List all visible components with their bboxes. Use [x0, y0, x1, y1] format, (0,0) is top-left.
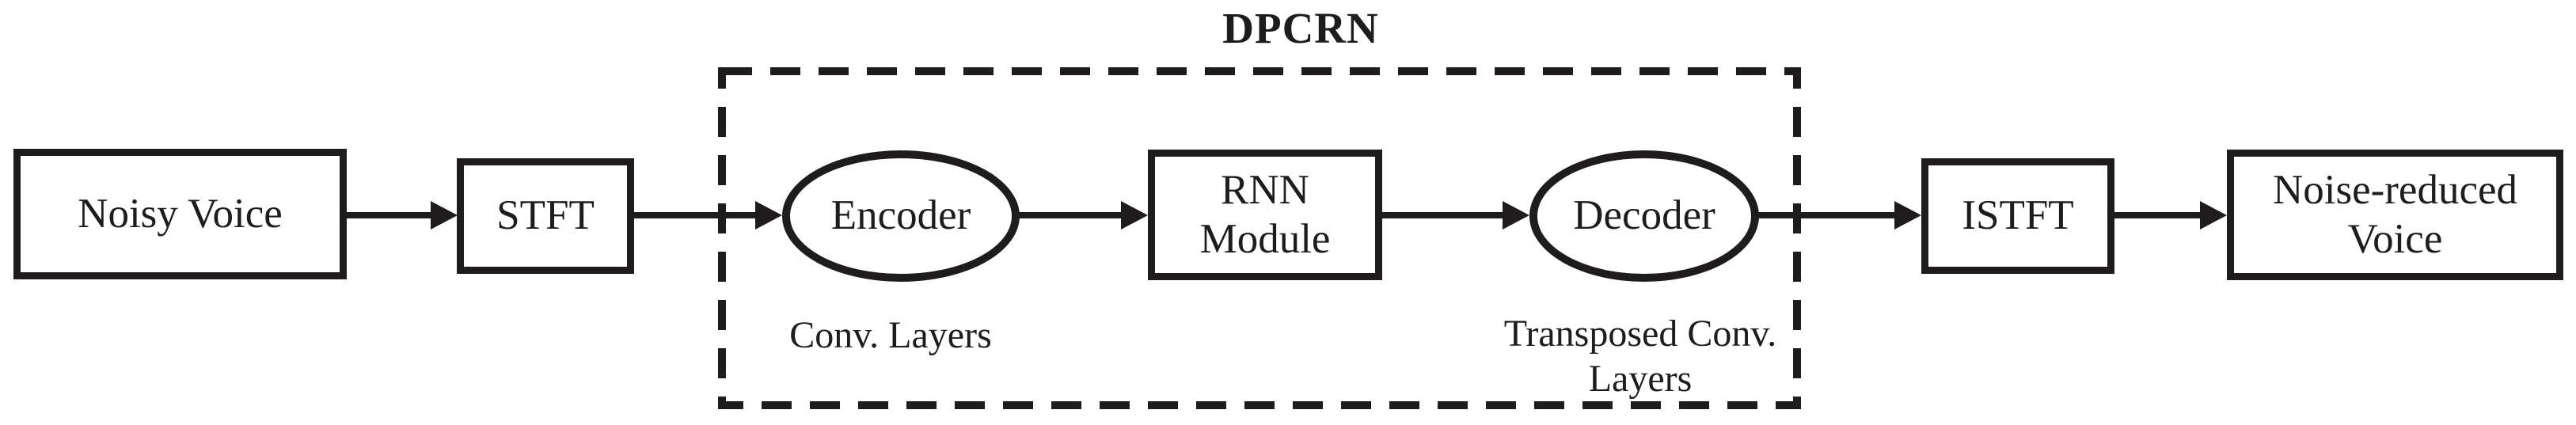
- node-noise-reduced-voice-label-line2: Voice: [2347, 215, 2443, 262]
- node-decoder-label: Decoder: [1573, 192, 1715, 239]
- arrowhead-icon: [2200, 201, 2227, 230]
- decoder-sublabel-line1: Transposed Conv.: [1503, 313, 1777, 355]
- node-noisy-voice: Noisy Voice: [13, 149, 347, 279]
- arrow-stft-to-encoder: [633, 201, 782, 230]
- dpcrn-group-title: DPCRN: [1222, 4, 1379, 52]
- node-encoder-label: Encoder: [830, 192, 971, 239]
- dpcrn-dashed-container: [718, 67, 1801, 409]
- decoder-sublabel: Transposed Conv. Layers: [1442, 312, 1838, 401]
- arrowhead-icon: [1894, 201, 1921, 230]
- node-noise-reduced-voice: Noise-reduced Voice: [2227, 150, 2563, 280]
- node-encoder: Encoder: [782, 150, 1020, 282]
- node-stft-label: STFT: [496, 192, 595, 239]
- node-decoder: Decoder: [1529, 150, 1759, 282]
- node-stft: STFT: [457, 158, 634, 274]
- encoder-sublabel: Conv. Layers: [789, 314, 992, 356]
- arrowhead-icon: [1121, 201, 1148, 230]
- arrow-istft-to-noise: [2114, 201, 2227, 230]
- arrow-rnn-to-decoder: [1381, 201, 1529, 230]
- arrowhead-icon: [431, 201, 458, 230]
- node-rnn-module-label-line1: RNN: [1221, 167, 1309, 214]
- node-noise-reduced-voice-label-line1: Noise-reduced: [2272, 167, 2518, 214]
- arrow-encoder-to-rnn: [1018, 201, 1148, 230]
- node-noisy-voice-label: Noisy Voice: [78, 190, 283, 237]
- node-rnn-module-label-line2: Module: [1199, 215, 1331, 262]
- decoder-sublabel-line2: Layers: [1588, 357, 1693, 400]
- arrow-decoder-to-istft: [1757, 201, 1921, 230]
- arrow-noisy-to-stft: [347, 201, 458, 230]
- arrowhead-icon: [755, 201, 782, 230]
- node-istft-label: ISTFT: [1962, 192, 2074, 239]
- arrowhead-icon: [1503, 201, 1529, 230]
- node-istft: ISTFT: [1921, 158, 2114, 274]
- node-rnn-module: RNN Module: [1148, 150, 1382, 280]
